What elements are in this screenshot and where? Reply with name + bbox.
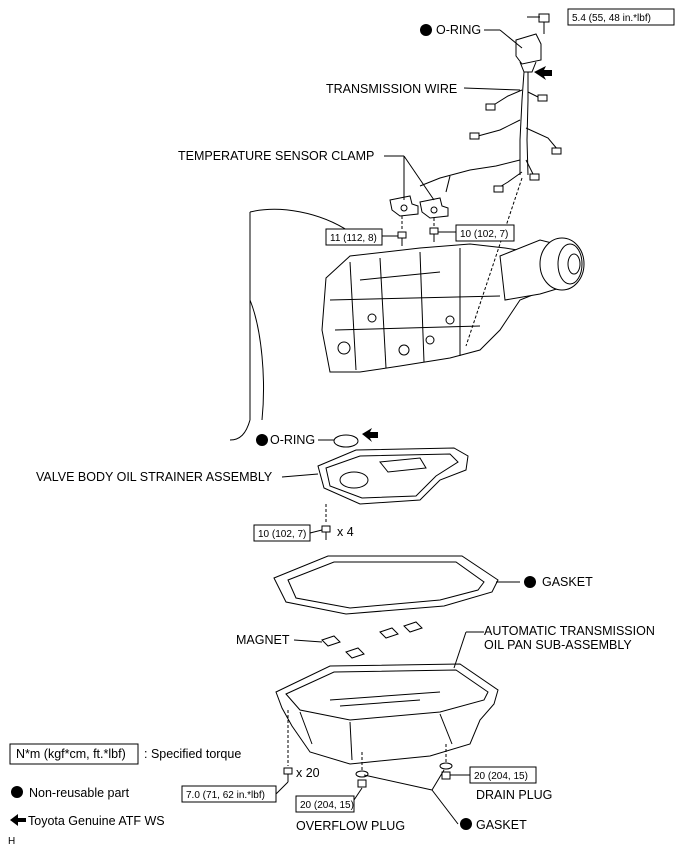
qty-pan-bolts: x 20 [296,766,320,780]
qty-strainer-bolts: x 4 [337,525,354,539]
torque-box-pan-bolts [181,785,277,803]
legend-non-reusable-dot [11,786,23,798]
torque-drain: 20 (204, 15) [474,771,528,782]
torque-box-clamp-right [455,224,515,242]
torque-box-strainer [253,524,311,542]
legend-torque-desc: : Specified torque [144,747,241,761]
labels: O-RING TRANSMISSION WIRE TEMPERATURE SEN… [8,23,655,847]
torque-box-clamp-left [325,228,383,246]
torque-strainer: 10 (102, 7) [258,529,306,540]
torque-wire-bolt: 5.4 (55, 48 in.*lbf) [572,13,651,24]
transmission-case [229,177,585,441]
torque-clamp-left: 11 (112, 8) [330,233,377,244]
transmission-wire-assembly [419,13,562,193]
label-valve-body-strainer: VALVE BODY OIL STRAINER ASSEMBLY [36,470,273,484]
pan-gasket [273,555,499,615]
legend-atf-arrow [10,814,26,826]
label-oil-pan-line2: OIL PAN SUB-ASSEMBLY [484,638,632,652]
torque-box-overflow [295,795,355,813]
label-gasket-pan: GASKET [542,575,593,589]
label-o-ring-top: O-RING [436,23,481,37]
torque-box-drain [469,766,537,784]
non-reusable-dot-gasket [524,576,536,588]
label-transmission-wire: TRANSMISSION WIRE [326,82,457,96]
label-magnet: MAGNET [236,633,290,647]
wire-connector [515,33,542,65]
wire-bolt [538,13,550,34]
torque-box-wire-bolt [567,8,675,26]
non-reusable-dot-oring-top [420,24,432,36]
oil-pan [275,663,499,788]
label-corner-code: H [8,836,15,847]
label-overflow-plug: OVERFLOW PLUG [296,819,405,833]
torque-clamp-right: 10 (102, 7) [460,229,508,240]
torque-pan-bolts: 7.0 (71, 62 in.*lbf) [186,790,265,801]
label-o-ring-mid: O-RING [270,433,315,447]
atf-arrow-top [534,66,552,80]
label-oil-pan-line1: AUTOMATIC TRANSMISSION [484,624,655,638]
legend-torque-units: N*m (kgf*cm, ft.*lbf) [16,747,126,761]
label-drain-plug: DRAIN PLUG [476,788,552,802]
non-reusable-dot-oring-mid [256,434,268,446]
label-temperature-sensor-clamp: TEMPERATURE SENSOR CLAMP [178,149,374,163]
o-ring-part [333,428,378,448]
leader-lines [275,16,540,825]
legend-torque-box [9,743,139,765]
non-reusable-dot-gasket-bottom [460,818,472,830]
torque-overflow: 20 (204, 15) [300,800,354,811]
torque-specs: 5.4 (55, 48 in.*lbf) 11 (112, 8) 10 (102… [181,8,675,813]
temperature-sensor-clamps [389,195,449,246]
valve-body-oil-strainer [317,447,469,540]
label-gasket-bottom: GASKET [476,818,527,832]
legend-atf: Toyota Genuine ATF WS [28,814,165,828]
legend-non-reusable: Non-reusable part [29,786,130,800]
atf-arrow-oring [362,428,378,442]
magnets [321,621,423,659]
legend: N*m (kgf*cm, ft.*lbf) : Specified torque… [9,743,241,828]
